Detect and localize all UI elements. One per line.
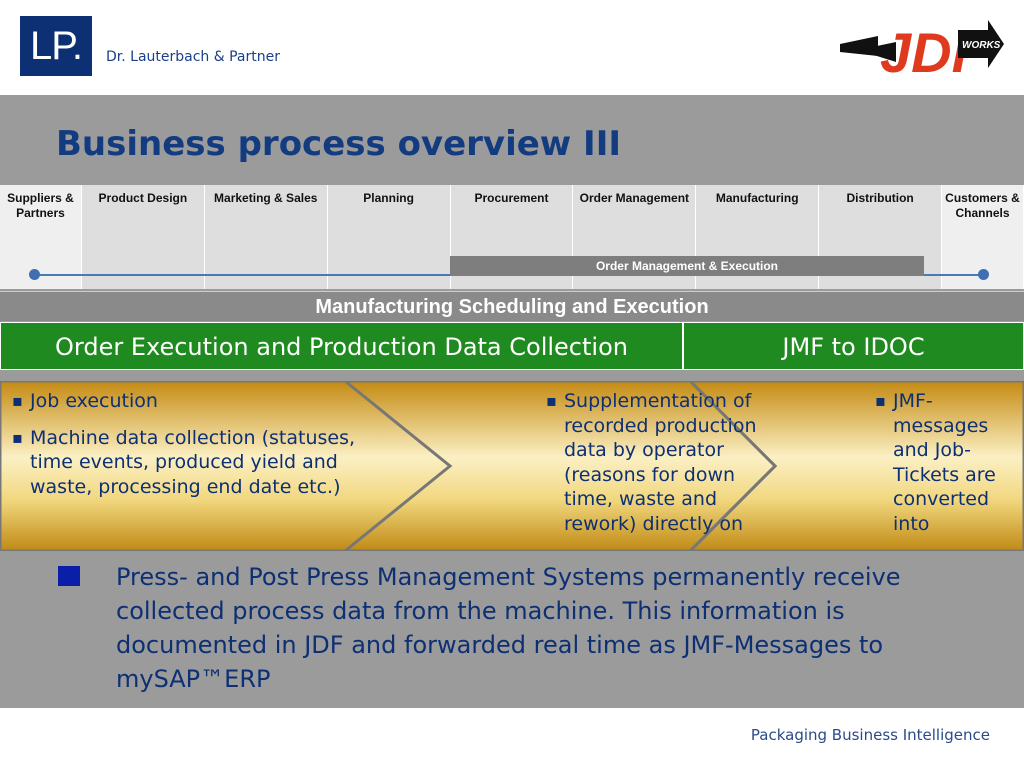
- jmf-to-idoc-bar: JMF to IDOC: [683, 322, 1024, 370]
- jdf-works-logo: JDF WORKS: [840, 20, 1004, 80]
- chevron-1-text: Job execution Machine data collection (s…: [12, 389, 392, 511]
- timeline-end-dot: [978, 269, 989, 280]
- chevron-2-text: Supplementation of recorded production d…: [546, 389, 776, 539]
- lp-logo: LP.: [20, 16, 92, 76]
- chevron-1-item: Job execution: [12, 389, 392, 414]
- chevron-3-item: JMF-messages and Job-Tickets are convert…: [875, 389, 1024, 539]
- chevron-3-text: JMF-messages and Job-Tickets are convert…: [875, 389, 1024, 539]
- column-marketing-sales: Marketing & Sales: [204, 185, 328, 289]
- summary-note: Press- and Post Press Management Systems…: [116, 563, 901, 693]
- scheduling-bar: Manufacturing Scheduling and Execution: [0, 291, 1024, 321]
- column-planning: Planning: [327, 185, 451, 289]
- footer-tagline: Packaging Business Intelligence: [750, 726, 990, 744]
- column-suppliers: Suppliers & Partners: [0, 185, 82, 289]
- chevron-1-item: Machine data collection (statuses, time …: [12, 426, 392, 500]
- jdf-logo-sub: WORKS: [962, 40, 1001, 51]
- slide-title: Business process overview III: [56, 124, 622, 164]
- chevron-2-item: Supplementation of recorded production d…: [546, 389, 776, 539]
- order-execution-bar: Order Execution and Production Data Coll…: [0, 322, 683, 370]
- process-columns: Suppliers & Partners Product Design Mark…: [0, 185, 1024, 289]
- timeline-start-dot: [29, 269, 40, 280]
- company-name: Dr. Lauterbach & Partner: [106, 49, 280, 65]
- square-bullet-icon: [58, 566, 80, 586]
- column-product-design: Product Design: [81, 185, 205, 289]
- order-management-execution-bar: Order Management & Execution: [450, 256, 924, 276]
